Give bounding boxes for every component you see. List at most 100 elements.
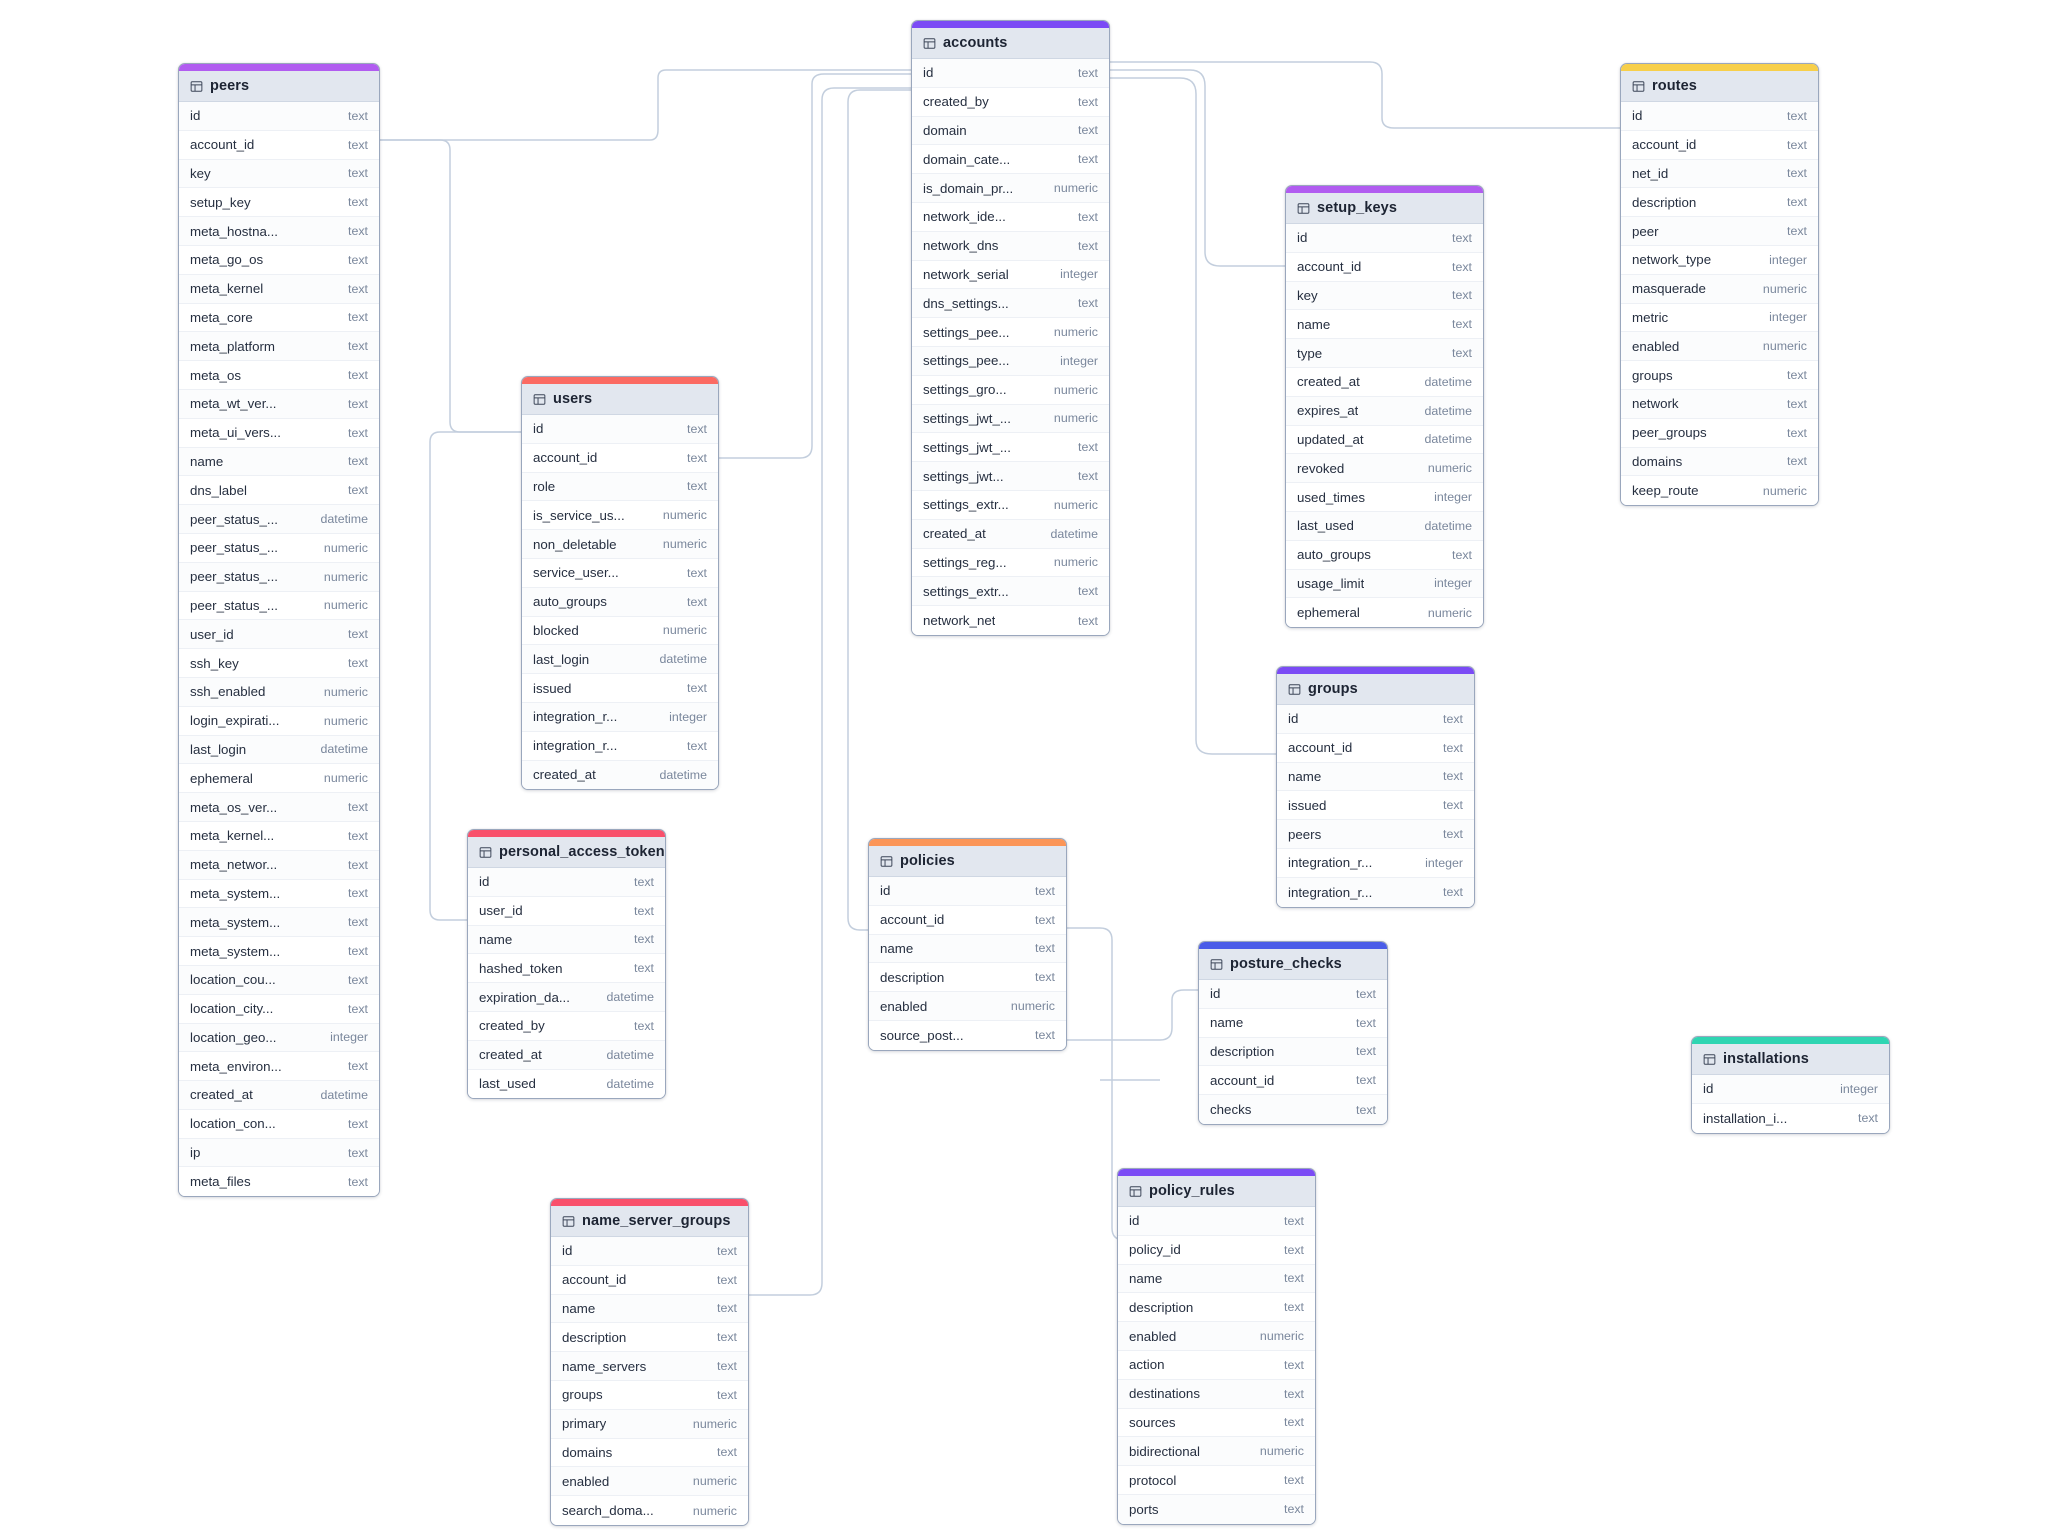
field-row[interactable]: is_service_us...numeric bbox=[522, 501, 718, 531]
field-row[interactable]: meta_networ...text bbox=[179, 850, 379, 880]
field-row[interactable]: settings_extr...numeric bbox=[912, 490, 1109, 520]
table-header-accounts[interactable]: accounts bbox=[912, 28, 1109, 59]
table-header-routes[interactable]: routes bbox=[1621, 71, 1818, 102]
field-row[interactable]: domain_cate...text bbox=[912, 145, 1109, 175]
field-row[interactable]: location_cou...text bbox=[179, 965, 379, 995]
table-header-policy_rules[interactable]: policy_rules bbox=[1118, 1176, 1315, 1207]
field-row[interactable]: settings_pee...numeric bbox=[912, 318, 1109, 347]
field-row[interactable]: peer_status_...numeric bbox=[179, 562, 379, 592]
field-row[interactable]: meta_system...text bbox=[179, 937, 379, 966]
field-row[interactable]: location_city...text bbox=[179, 994, 379, 1024]
field-row[interactable]: integration_r...integer bbox=[522, 702, 718, 732]
field-row[interactable]: integration_r...integer bbox=[1277, 848, 1474, 878]
field-row[interactable]: peer_status_...numeric bbox=[179, 533, 379, 563]
table-header-posture_checks[interactable]: posture_checks bbox=[1199, 949, 1387, 980]
table-header-groups[interactable]: groups bbox=[1277, 674, 1474, 705]
field-row[interactable]: settings_pee...integer bbox=[912, 346, 1109, 376]
field-row[interactable]: settings_jwt_...text bbox=[912, 433, 1109, 463]
field-row[interactable]: settings_jwt_...numeric bbox=[912, 404, 1109, 434]
table-header-setup_keys[interactable]: setup_keys bbox=[1286, 193, 1483, 224]
field-row[interactable]: meta_os_ver...text bbox=[179, 793, 379, 822]
field-row[interactable]: source_post...text bbox=[869, 1020, 1066, 1050]
field-row[interactable]: settings_extr...text bbox=[912, 577, 1109, 607]
field-row[interactable]: integration_r...text bbox=[522, 731, 718, 761]
field-row[interactable]: expiration_da...datetime bbox=[468, 983, 665, 1012]
field-row[interactable]: settings_reg...numeric bbox=[912, 548, 1109, 578]
